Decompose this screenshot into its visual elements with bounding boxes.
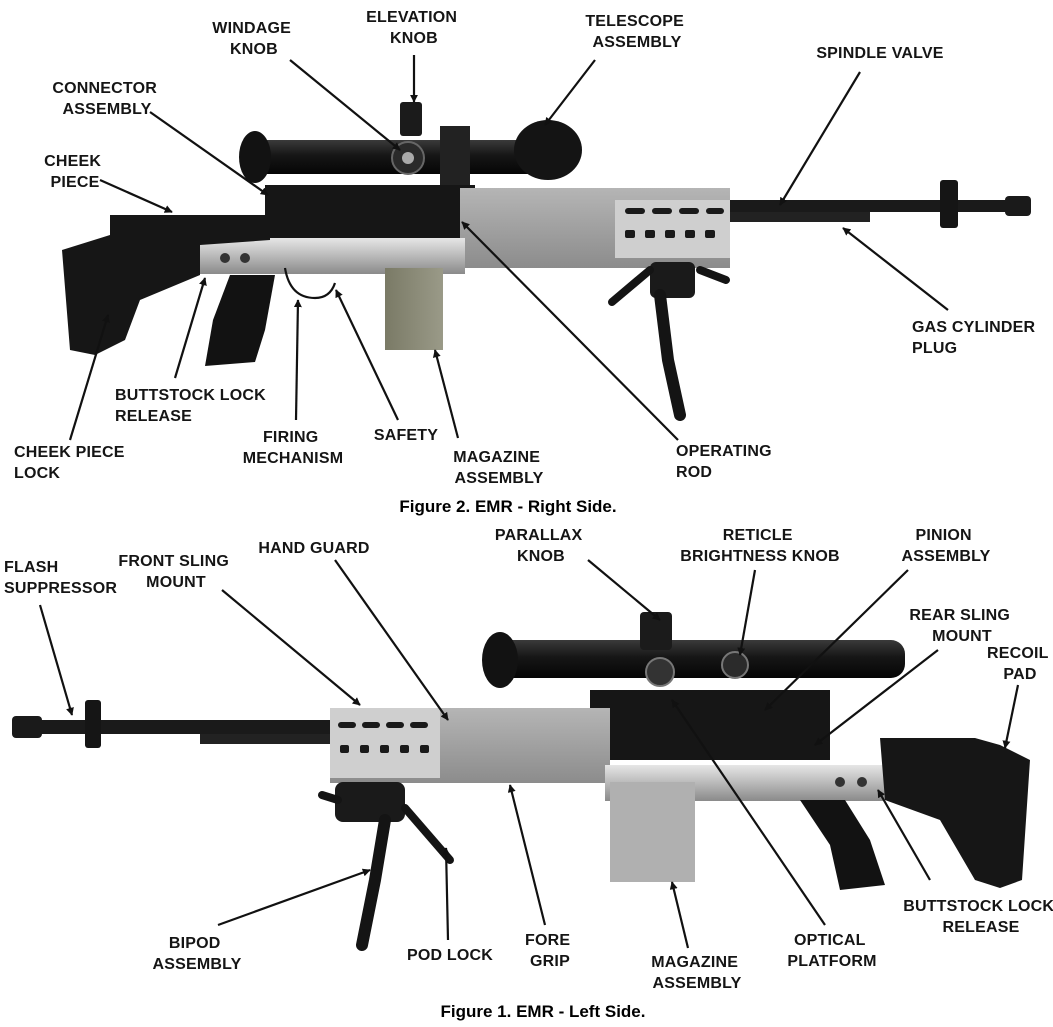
label-buttstock-lock-release: BUTTSTOCK LOCK RELEASE: [115, 387, 271, 425]
label-pod-lock: POD LOCK: [407, 947, 493, 964]
rifle-right-side-illustration: [62, 102, 1031, 421]
label-parallax-knob: PARALLAX KNOB: [495, 527, 587, 565]
labels-left-side: FLASH SUPPRESSOR FRONT SLING MOUNT HAND …: [4, 527, 1053, 992]
label-hand-guard: HAND GUARD: [258, 540, 369, 557]
label-bipod-assembly: BIPOD ASSEMBLY: [152, 935, 241, 973]
rifle-left-side-illustration: [12, 612, 1030, 951]
label-magazine-assembly-right: MAGAZINE ASSEMBLY: [453, 449, 545, 487]
label-telescope-assembly: TELESCOPE ASSEMBLY: [585, 13, 688, 51]
label-optical-platform: OPTICAL PLATFORM: [787, 932, 876, 970]
label-rear-sling-mount: REAR SLING MOUNT: [909, 607, 1014, 645]
label-firing-mechanism: FIRING MECHANISM: [243, 429, 343, 467]
caption-figure-2: Figure 2. EMR - Right Side.: [399, 497, 616, 516]
label-fore-grip: FORE GRIP: [525, 932, 575, 970]
label-reticle-brightness-knob: RETICLE BRIGHTNESS KNOB: [680, 527, 839, 565]
label-buttstock-lock-release-left: BUTTSTOCK LOCK RELEASE: [903, 898, 1053, 936]
label-gas-cylinder-plug: GAS CYLINDER PLUG: [912, 319, 1040, 357]
label-operating-rod: OPERATING ROD: [676, 443, 776, 481]
label-magazine-assembly-left: MAGAZINE ASSEMBLY: [651, 954, 743, 992]
label-front-sling-mount: FRONT SLING MOUNT: [118, 553, 233, 591]
label-connector-assembly: CONNECTOR ASSEMBLY: [52, 80, 161, 118]
label-cheek-piece-lock: CHEEK PIECE LOCK: [14, 444, 129, 482]
label-recoil-pad: RECOIL PAD: [987, 645, 1053, 683]
label-cheek-piece: CHEEK PIECE: [44, 153, 106, 191]
label-spindle-valve: SPINDLE VALVE: [816, 45, 943, 62]
label-windage-knob: WINDAGE KNOB: [212, 20, 295, 58]
caption-figure-1: Figure 1. EMR - Left Side.: [441, 1002, 646, 1021]
label-pinion-assembly: PINION ASSEMBLY: [901, 527, 990, 565]
label-elevation-knob: ELEVATION KNOB: [366, 9, 462, 47]
leader-lines: [38, 55, 1020, 949]
label-safety: SAFETY: [374, 427, 438, 444]
labels-right-side: WINDAGE KNOB ELEVATION KNOB TELESCOPE AS…: [14, 9, 1040, 487]
label-flash-suppressor: FLASH SUPPRESSOR: [4, 559, 117, 597]
